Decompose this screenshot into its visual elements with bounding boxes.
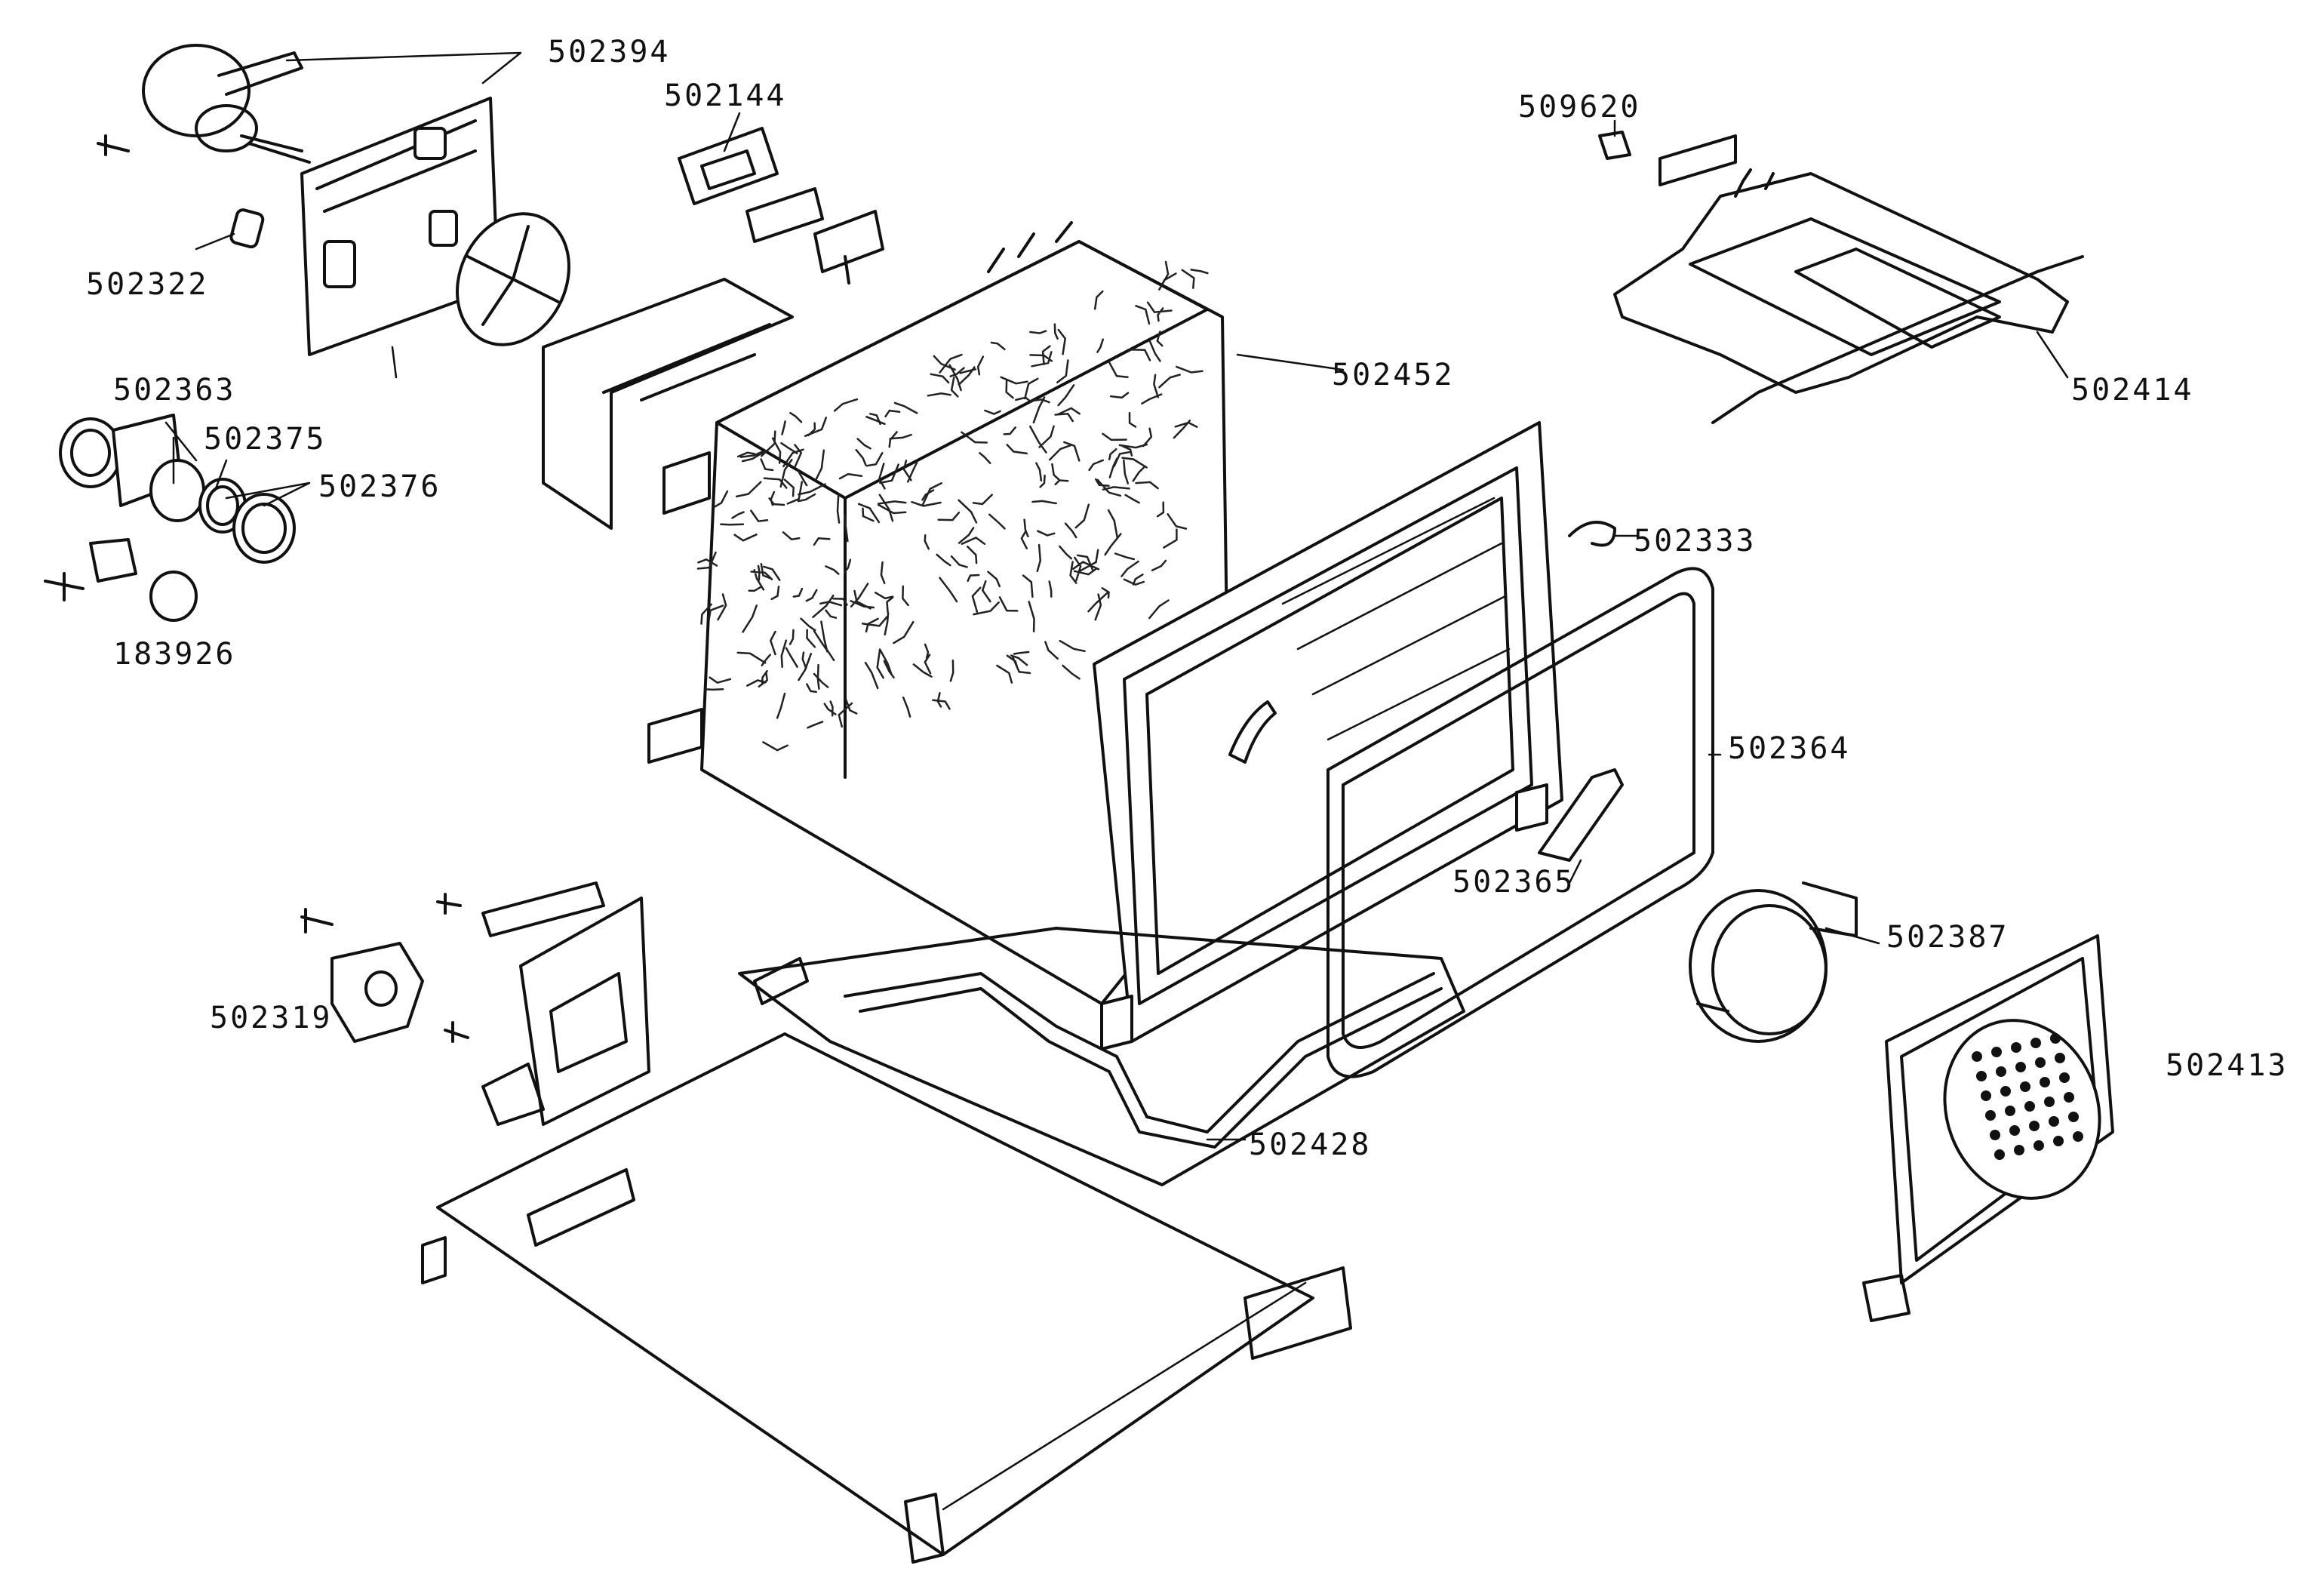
door-seal (1326, 567, 1714, 1078)
fan-cover (1862, 934, 2114, 1322)
perforation-hole (2049, 1116, 2059, 1127)
label-502376: 502376 (318, 469, 441, 504)
label-502413: 502413 (2166, 1048, 2289, 1083)
perforation-hole (1972, 1051, 1982, 1062)
perforation-hole (2000, 1086, 2011, 1097)
perforation-hole (2030, 1038, 2041, 1048)
perforation-hole (2073, 1131, 2083, 1142)
perforation-hole (2040, 1077, 2050, 1087)
perforation-hole (2068, 1112, 2079, 1122)
perforation-hole (2029, 1121, 2040, 1131)
label-502364: 502364 (1728, 731, 1851, 766)
terminal-block (300, 893, 469, 1043)
control-bracket (481, 881, 650, 1126)
circular-element (1689, 881, 1858, 1043)
perforation-hole (2034, 1140, 2044, 1151)
part-502333-clip (1568, 521, 1616, 547)
leader-lines (164, 51, 2069, 1141)
label-502375: 502375 (204, 422, 327, 457)
label-502394: 502394 (548, 35, 671, 69)
perforation-hole (1976, 1071, 1987, 1081)
perforation-hole (1981, 1090, 1991, 1101)
rear-bracket (542, 278, 794, 530)
perforation-hole (2005, 1106, 2015, 1116)
perforation-hole (2064, 1092, 2074, 1103)
label-502414: 502414 (2071, 373, 2194, 408)
lamp-assembly (44, 414, 296, 622)
oven-front-frame (1093, 421, 1563, 1050)
label-502144: 502144 (664, 78, 787, 113)
perforation-hole (2035, 1057, 2046, 1068)
fan-motor-assembly (97, 44, 570, 379)
perforation-hole (1991, 1047, 2002, 1057)
label-183926: 183926 (113, 637, 236, 672)
perforation-hole (1996, 1066, 2006, 1077)
label-502365: 502365 (1452, 865, 1575, 900)
perforation-hole (1985, 1110, 1996, 1121)
perforation-hole (2024, 1101, 2035, 1112)
label-502322: 502322 (86, 267, 209, 302)
bottom-tray (421, 1032, 1352, 1564)
perforation-hole (2014, 1145, 2024, 1155)
label-502363: 502363 (113, 373, 236, 408)
part-502365-hinge (1538, 768, 1624, 862)
base-element (738, 927, 1465, 1186)
part-502322-gasket (229, 208, 265, 249)
label-502333: 502333 (1634, 524, 1757, 558)
part-number-labels: 502394 502144 509620 502322 502452 50241… (86, 35, 2289, 1162)
perforation-hole (2055, 1053, 2065, 1063)
label-502428: 502428 (1249, 1127, 1372, 1162)
perforation-hole (2050, 1033, 2061, 1044)
perforation-hole (2009, 1125, 2020, 1136)
label-502452: 502452 (1332, 358, 1455, 392)
perforation-hole (2059, 1072, 2070, 1083)
grill-terminal (1598, 131, 1737, 186)
label-502387: 502387 (1886, 920, 2009, 955)
perforation-hole (1994, 1149, 2005, 1160)
perforation-hole (2053, 1136, 2064, 1146)
perforation-hole (2011, 1042, 2021, 1053)
perforation-hole (2044, 1097, 2055, 1107)
perforation-hole (2015, 1062, 2026, 1072)
label-502319: 502319 (210, 1001, 333, 1035)
perforation-hole (1990, 1130, 2000, 1140)
label-509620: 509620 (1518, 90, 1641, 125)
terminal-brackets (678, 127, 884, 285)
perforation-hole (2020, 1081, 2030, 1092)
grill-element (1613, 168, 2084, 424)
